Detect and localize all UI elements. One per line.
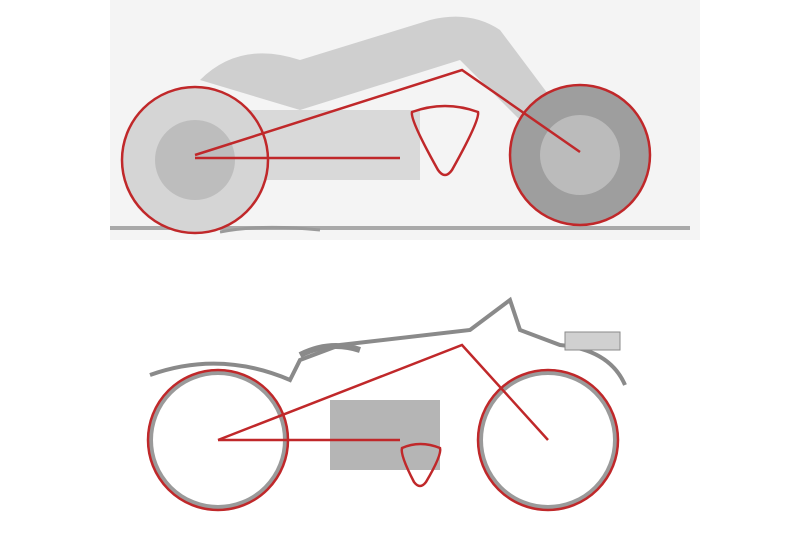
concept-battery	[250, 110, 420, 180]
motor-triangle	[410, 104, 480, 177]
frame-line	[217, 343, 549, 442]
concept-front-hub	[540, 115, 620, 195]
concept-rear-hub	[155, 120, 235, 200]
concept-geometry-overlay	[120, 68, 652, 235]
engine-triangle	[400, 442, 442, 488]
vintage-front-wheel	[477, 369, 619, 511]
vintage-engine	[330, 400, 440, 470]
frame-line	[194, 68, 581, 157]
vintage-motorcycle	[146, 296, 627, 512]
rear-wheel-circle	[120, 85, 270, 235]
concept-motorcycle	[110, 0, 700, 240]
front-wheel-circle	[476, 368, 620, 512]
signature-stroke	[219, 225, 321, 234]
concept-body	[200, 16, 560, 121]
vintage-geometry-overlay	[146, 343, 620, 512]
vintage-number-plate	[564, 331, 621, 351]
vintage-frame	[149, 296, 627, 386]
vintage-seat	[298, 343, 361, 358]
front-wheel-circle	[508, 83, 652, 227]
